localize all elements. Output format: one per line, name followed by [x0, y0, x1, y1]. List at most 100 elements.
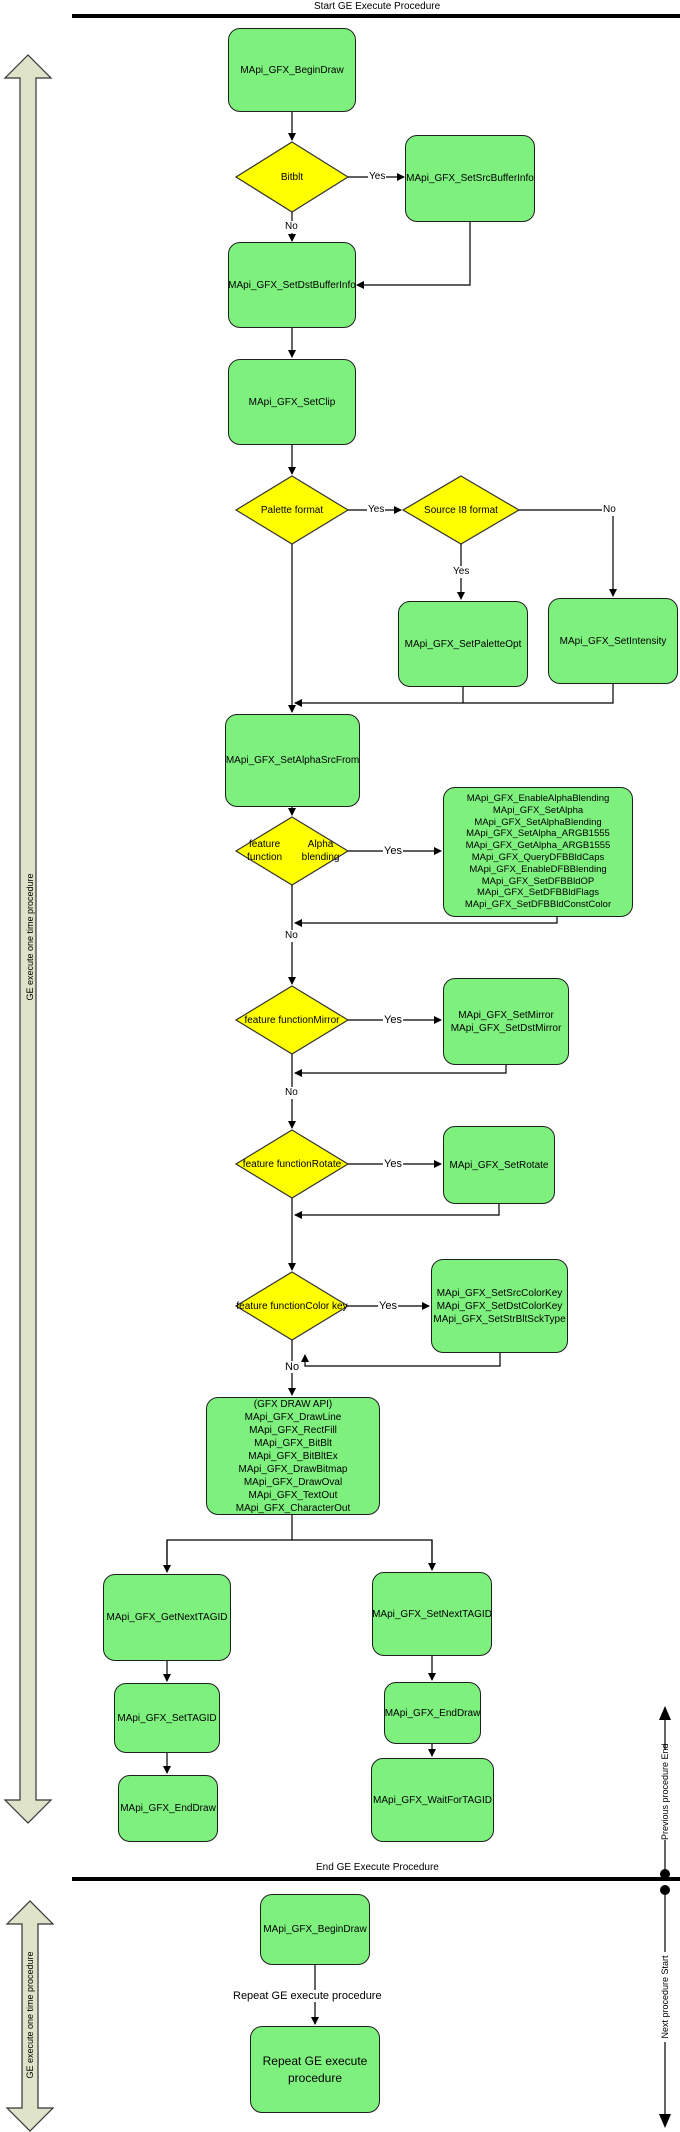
alpha-blending-decision-text: feature function Alpha blending [236, 817, 348, 885]
one-time-procedure-label-top: GE execute one time procedure [25, 873, 35, 1001]
node-text-line: MApi_GFX_GetNextTAGID [106, 1612, 228, 1623]
bitblt-yes-label: Yes [368, 171, 387, 183]
wait-for-tagid-box: MApi_GFX_WaitForTAGID [371, 1758, 494, 1842]
set-clip-box: MApi_GFX_SetClip [228, 359, 356, 445]
node-text-line: MApi_GFX_EndDraw [384, 1707, 481, 1719]
get-next-tagid-box: MApi_GFX_GetNextTAGID [103, 1574, 231, 1661]
node-text-line: MApi_GFX_SetDFBBldFlags [477, 887, 599, 899]
set-intensity-box: MApi_GFX_SetIntensity [548, 598, 678, 684]
node-text-line: MApi_GFX_SetSrcColorKey [436, 1287, 563, 1299]
node-text-line: MApi_GFX_SetSrcBufferInfo [406, 173, 534, 184]
bitblt-decision-text: Bitblt [236, 142, 348, 212]
node-text-line: MApi_GFX_DrawLine [244, 1411, 342, 1423]
node-text-line: MApi_GFX_SetDstBufferInfo [228, 279, 356, 291]
mirror-no-label: No [284, 1087, 299, 1099]
node-text-line: MApi_GFX_SetAlpha_ARGB1555 [466, 828, 610, 840]
end-draw-right-box: MApi_GFX_EndDraw [384, 1682, 481, 1744]
palette-format-decision-text: Palette format [236, 476, 348, 544]
node-text-line: Alpha blending [301, 839, 340, 863]
node-text-line: MApi_GFX_BeginDraw [263, 1924, 367, 1935]
node-text-line: procedure [287, 2070, 343, 2085]
node-text-line: MApi_GFX_SetClip [248, 396, 336, 408]
node-text-line: MApi_GFX_DrawOval [243, 1476, 343, 1488]
one-time-procedure-label-bottom: GE execute one time procedure [25, 1951, 35, 2079]
node-text-line: MApi_GFX_SetRotate [449, 1159, 549, 1171]
node-text-line: MApi_GFX_SetNextTAGID [372, 1608, 492, 1620]
node-text-line: MApi_GFX_SetStrBltSckType [433, 1313, 566, 1325]
node-text-line: Repeat GE execute [262, 2053, 368, 2068]
previous-procedure-end-label: Previous procedure End [660, 1743, 670, 1840]
node-text-line: Palette format [260, 504, 324, 516]
node-text-line: MApi_GFX_SetDstMirror [450, 1022, 562, 1034]
colorkey-no-label: No [284, 1361, 301, 1373]
next-procedure-start-arrowhead [659, 2114, 671, 2128]
colorkey-yes-label: Yes [378, 1300, 398, 1312]
node-text-line: feature function [244, 1014, 314, 1026]
node-text-line: feature function [242, 1158, 312, 1170]
node-text-line: Mirror [313, 1014, 340, 1026]
node-text-line: feature function [247, 839, 283, 863]
set-src-buffer-info-box: MApi_GFX_SetSrcBufferInfo [405, 135, 535, 222]
node-text-line: MApi_GFX_DrawBitmap [238, 1463, 348, 1475]
end-draw-left-box: MApi_GFX_EndDraw [118, 1775, 218, 1842]
one-time-procedure-arrow-top [3, 54, 53, 1824]
node-text-line: MApi_GFX_SetDstColorKey [436, 1300, 563, 1312]
node-text-line: MApi_GFX_SetTAGID [117, 1712, 217, 1724]
node-text-line: MApi_GFX_SetAlphaSrcFrom [225, 755, 360, 766]
begin-draw-box: MApi_GFX_BeginDraw [228, 28, 356, 112]
node-text-line: MApi_GFX_GetAlpha_ARGB1555 [465, 840, 611, 852]
node-text-line: MApi_GFX_WaitForTAGID [373, 1794, 492, 1806]
alpha-no-label: No [284, 930, 299, 942]
previous-procedure-end-arrowhead [659, 1706, 671, 1720]
node-text-line: Rotate [311, 1158, 342, 1170]
edge-alphalist-merge [294, 916, 558, 927]
node-text-line: Bitblt [280, 171, 304, 183]
rotate-functions-box: MApi_GFX_SetRotate [443, 1126, 555, 1204]
node-text-line: MApi_GFX_BitBlt [254, 1437, 332, 1449]
node-text-line: MApi_GFX_SetPaletteOpt [404, 638, 522, 650]
node-text-line: MApi_GFX_SetAlphaBlending [474, 816, 602, 828]
set-palette-opt-box: MApi_GFX_SetPaletteOpt [398, 601, 528, 687]
edge-source-no [519, 509, 617, 597]
source-yes-label: Yes [452, 566, 471, 578]
one-time-procedure-arrow-bottom [5, 1900, 55, 2132]
node-text-line: MApi_GFX_EnableDFBBlending [469, 863, 607, 875]
node-text-line: MApi_GFX_EndDraw [120, 1803, 216, 1814]
source-i8-decision-text: Source I8 format [403, 476, 519, 544]
palette-yes-label: Yes [367, 504, 386, 516]
node-text-line: Source I8 format [424, 504, 498, 516]
node-text-line: MApi_GFX_SetMirror [458, 1009, 554, 1021]
node-text-line: MApi_GFX_QueryDFBBldCaps [471, 852, 605, 863]
edge-draw-split [166, 1514, 433, 1570]
node-text-line: MApi_GFX_SetIntensity [559, 635, 667, 647]
node-text-line: MApi_GFX_SetDFBBldOP [481, 875, 595, 887]
node-text-line: MApi_GFX_RectFill [249, 1424, 337, 1436]
node-text-line: MApi_GFX_SetDFBBldConstColor [464, 899, 612, 911]
edge-mirrorlist-merge [294, 1064, 507, 1077]
alpha-yes-label: Yes [383, 845, 403, 857]
bitblt-no-label: No [284, 221, 299, 233]
node-text-line: feature function [236, 1300, 306, 1312]
node-text-line: MApi_GFX_SetAlpha [492, 804, 584, 816]
node-text-line: MApi_GFX_BitBltEx [248, 1450, 338, 1462]
edge-rotatelist-merge [294, 1203, 500, 1219]
node-text-line: (GFX DRAW API) [253, 1398, 333, 1410]
end-procedure-label: End GE Execute Procedure [316, 1862, 439, 1873]
node-text-line: Color key [305, 1300, 348, 1312]
begin-draw-2-box: MApi_GFX_BeginDraw [260, 1894, 370, 1965]
start-procedure-label: Start GE Execute Procedure [314, 1, 441, 12]
node-text-line: MApi_GFX_BeginDraw [240, 64, 344, 76]
set-tagid-box: MApi_GFX_SetTAGID [114, 1683, 220, 1753]
mirror-yes-label: Yes [383, 1014, 403, 1026]
edge-colorkeylist-merge [301, 1352, 501, 1367]
set-alpha-src-from-box: MApi_GFX_SetAlphaSrcFrom [225, 714, 360, 807]
previous-procedure-end-dot [660, 1869, 670, 1879]
set-dst-buffer-info-box: MApi_GFX_SetDstBufferInfo [228, 242, 356, 328]
node-text-line: MApi_GFX_EnableAlphaBlending [466, 793, 610, 805]
